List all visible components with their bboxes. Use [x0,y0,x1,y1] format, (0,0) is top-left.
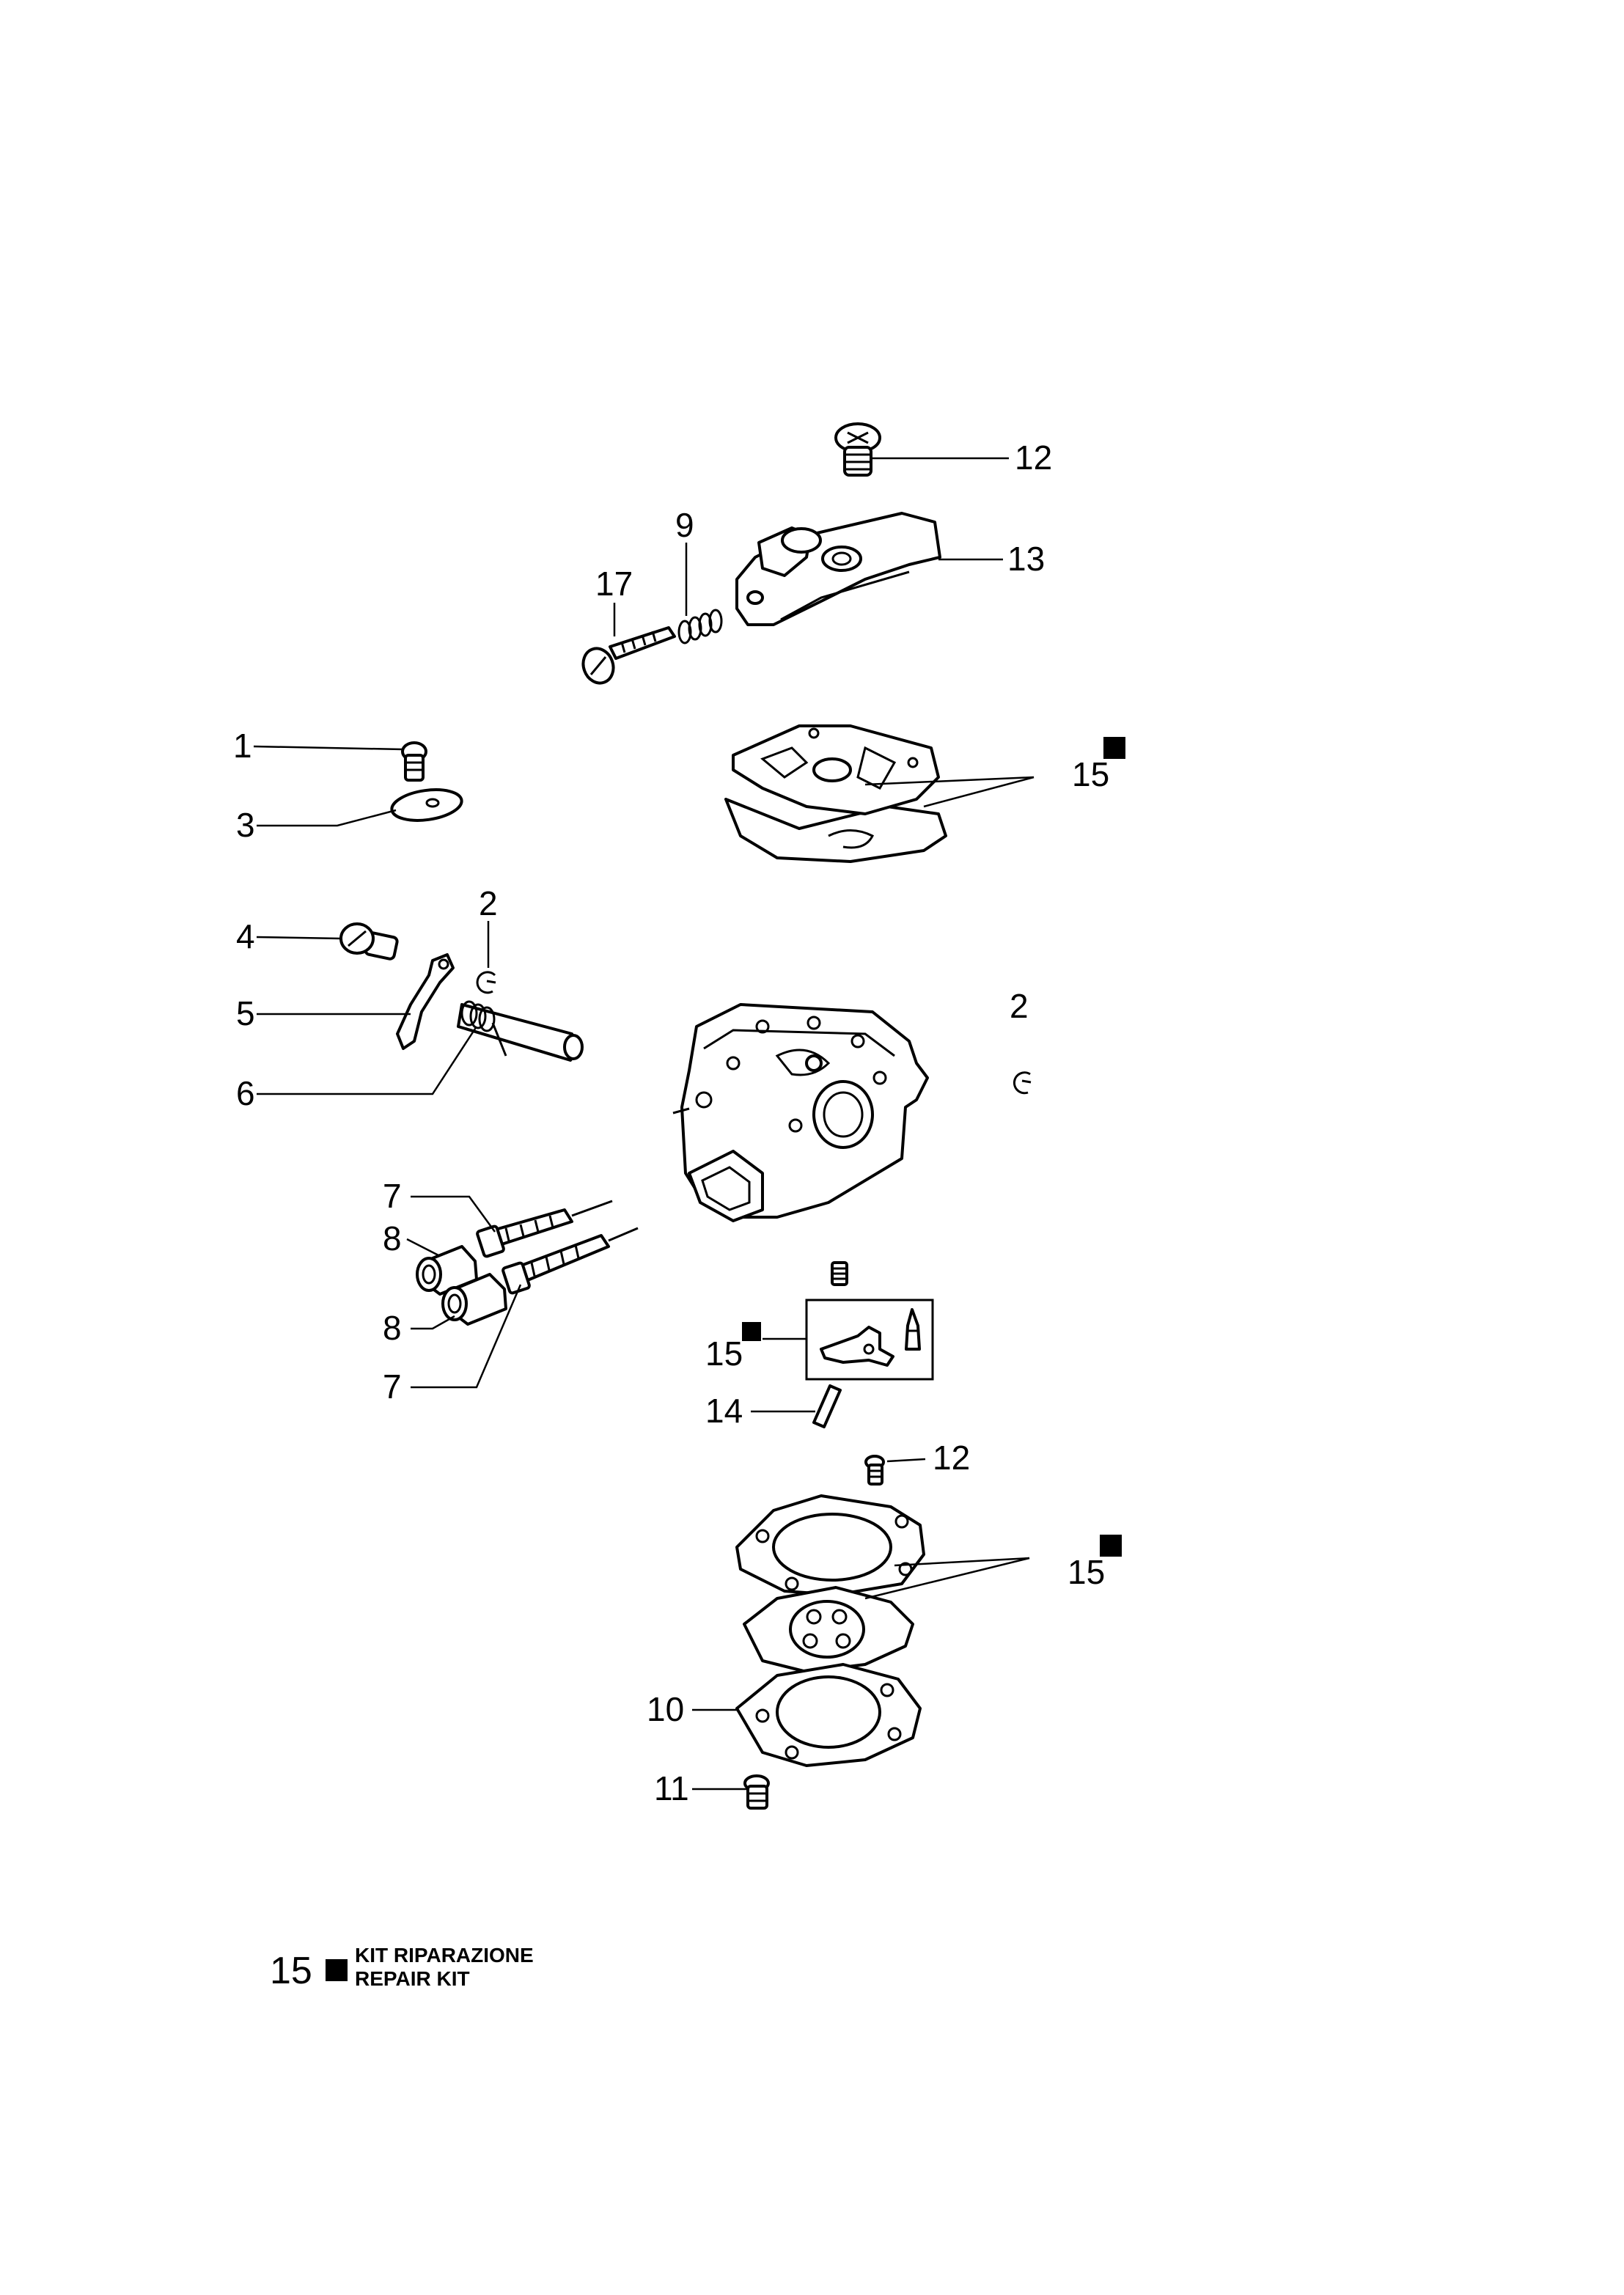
callout-15-lower: 15 [1068,1553,1105,1591]
part-2-eclip-right [1013,1071,1032,1095]
callout-3: 3 [236,806,255,844]
leader-15-lower-a [894,1557,1030,1567]
part-7-needle-lower [501,1227,639,1295]
callout-1: 1 [233,727,252,765]
part-1-screw [401,741,427,782]
small-spring [831,1261,848,1286]
repair-kit-marker [742,1322,761,1341]
repair-kit-marker [326,1959,348,1981]
part-12-bottom-screw [864,1455,885,1486]
callout-10: 10 [647,1690,684,1728]
legend-label-italian: KIT RIPARAZIONE [355,1944,534,1967]
carburetor-body [672,1003,929,1222]
leader-7-lower [411,1284,522,1389]
callout-11: 11 [654,1769,689,1807]
callout-12-bottom: 12 [933,1439,970,1477]
callout-15-upper: 15 [1072,755,1109,793]
repair-kit-marker [1100,1535,1122,1557]
part-12-top-screw [834,422,881,477]
part-15-diaphragm-gaskets [735,1494,925,1673]
part-10-diaphragm-cover [735,1663,922,1767]
callout-7-upper: 7 [383,1177,402,1215]
part-9-spring [677,609,723,645]
leader-15-upper-b [923,776,1035,808]
callout-9: 9 [675,506,694,544]
leader-15-upper-a [864,776,1035,786]
part-15-pump-gaskets [724,724,947,863]
part-3-throttle-plate [390,788,463,822]
callout-2-left: 2 [479,884,498,922]
leader-3 [257,809,397,827]
leader-8-upper [406,1238,439,1257]
part-11-screw [743,1774,770,1810]
callout-8-lower: 8 [383,1309,402,1347]
callout-2-right: 2 [1010,987,1029,1025]
part-4-screw [339,922,399,961]
part-17-screw [581,626,676,685]
callout-7-lower: 7 [383,1367,402,1406]
callout-13: 13 [1007,540,1045,578]
part-13-pump-cover [735,512,941,626]
leader-6 [257,1026,478,1095]
legend-number: 15 [270,1950,312,1992]
part-7-needle-upper [476,1200,613,1258]
callout-5: 5 [236,994,255,1032]
part-2-eclip-left [476,971,496,994]
callout-12-top: 12 [1015,438,1052,477]
callout-4: 4 [236,917,255,955]
callout-14: 14 [705,1392,743,1430]
leader-8-lower [411,1315,455,1330]
part-14-pin [812,1384,842,1428]
leader-12-bottom [886,1458,926,1463]
legend-label-english: REPAIR KIT [355,1967,470,1990]
part-15-needle-valve-kit [805,1261,934,1381]
leader-7-upper [411,1195,496,1233]
part-5-lever [396,953,455,1050]
callout-15-middle: 15 [705,1334,743,1373]
callout-6: 6 [236,1074,255,1112]
leader-4 [256,936,342,940]
callout-17: 17 [595,565,633,603]
part-8-cap-lower [441,1273,507,1326]
leader-1 [253,745,404,751]
repair-kit-marker [1103,737,1125,759]
part-6-shaft-spring [457,1000,584,1062]
callout-8-upper: 8 [383,1219,402,1257]
leader-15-lower-b [864,1557,1030,1600]
